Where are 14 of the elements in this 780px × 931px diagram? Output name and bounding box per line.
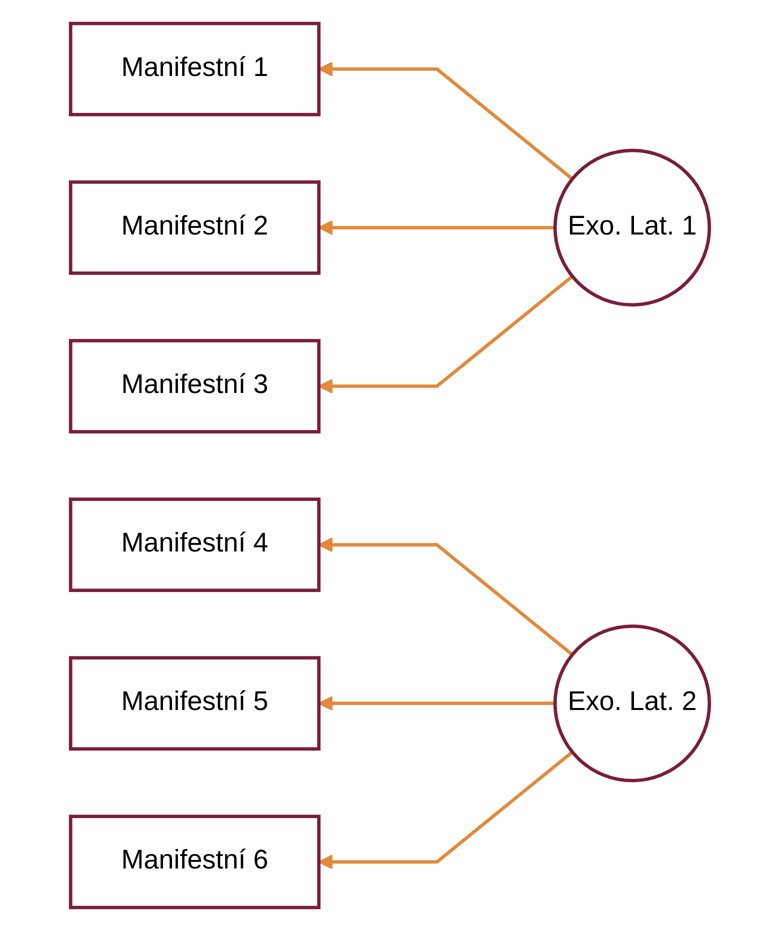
- node-box: Manifestní 4: [68, 498, 321, 592]
- arrow: [318, 750, 574, 870]
- node-circle: Exo. Lat. 2: [553, 624, 712, 782]
- node-box: Manifestní 1: [68, 22, 321, 116]
- arrow: [318, 220, 556, 236]
- node-box: Manifestní 5: [68, 656, 321, 751]
- node-box: Manifestní 3: [68, 338, 321, 434]
- arrow: [318, 696, 556, 711]
- node-circle: Exo. Lat. 1: [553, 148, 712, 306]
- arrow: [318, 274, 574, 394]
- arrow: [318, 62, 574, 180]
- node-box: Manifestní 6: [68, 814, 321, 910]
- arrow: [318, 537, 574, 656]
- node-box: Manifestní 2: [68, 180, 321, 275]
